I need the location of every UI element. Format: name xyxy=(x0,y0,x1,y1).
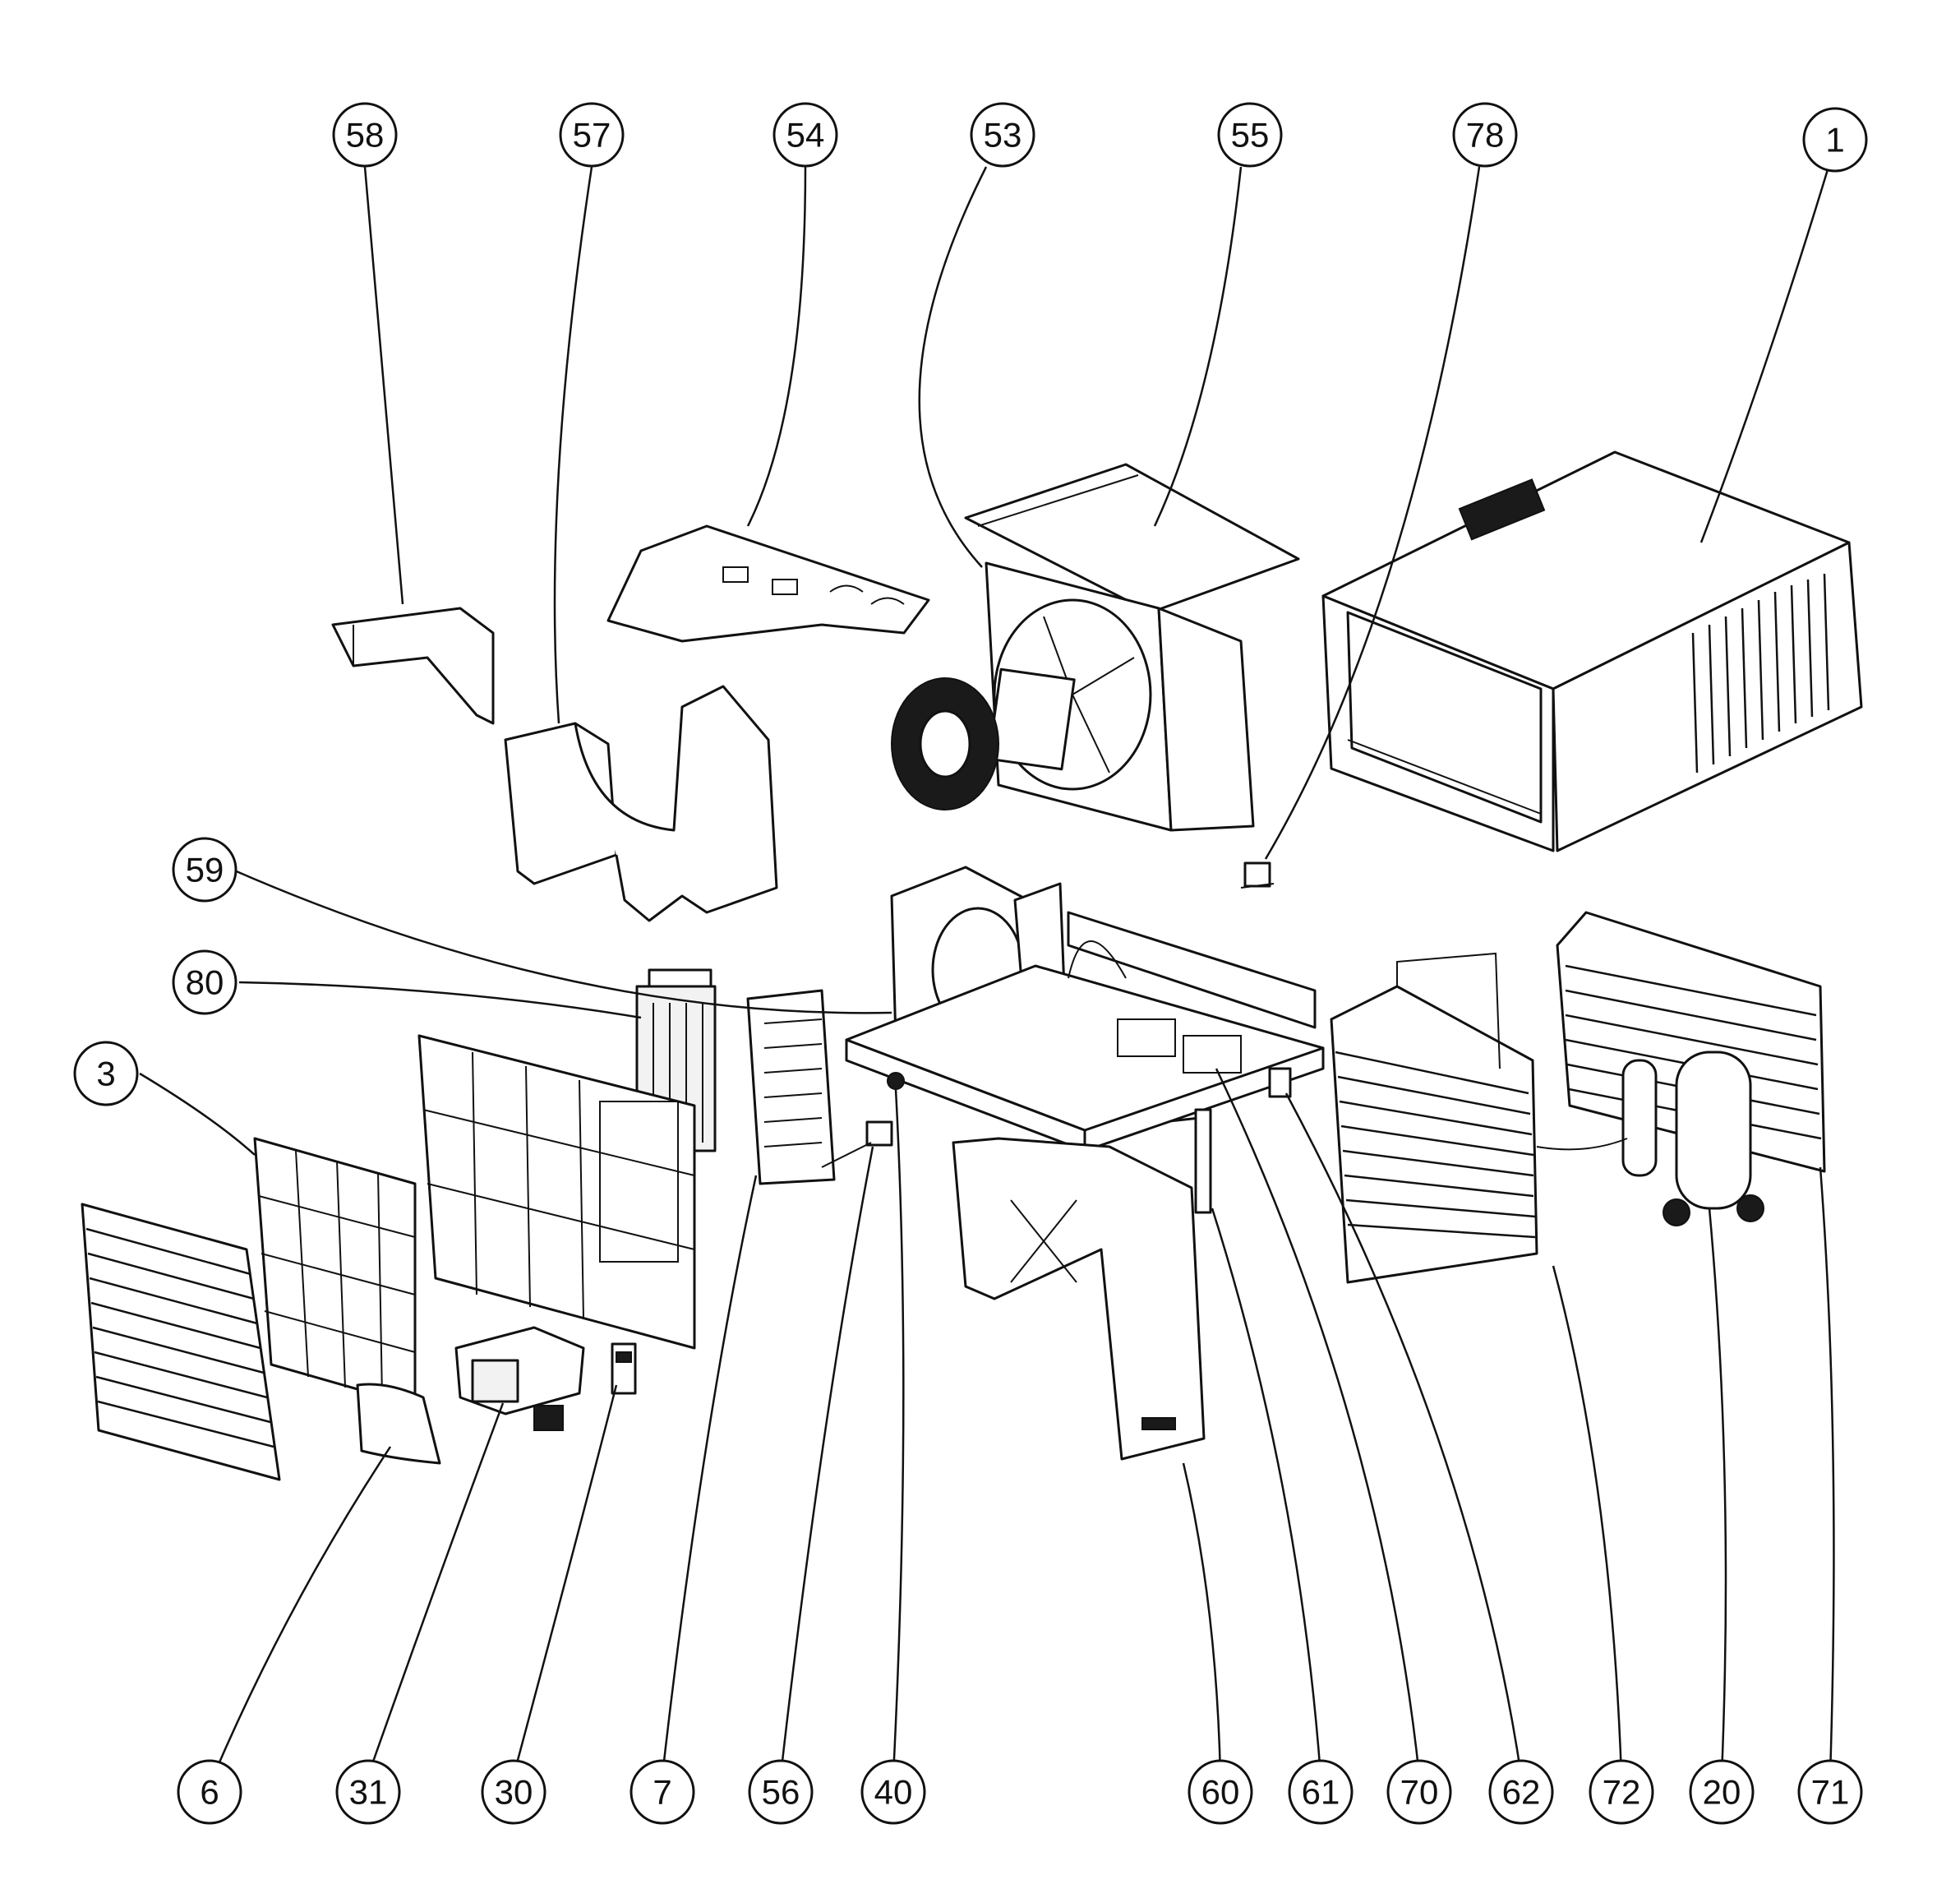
part-58 xyxy=(331,607,495,725)
callout-7: 7 xyxy=(630,1759,695,1825)
leader-53 xyxy=(918,166,988,568)
part-72 xyxy=(1330,952,1538,1284)
callout-label: 72 xyxy=(1603,1773,1641,1812)
part-3 xyxy=(253,1137,417,1407)
leader-6 xyxy=(212,1446,392,1776)
callout-3: 3 xyxy=(73,1041,139,1106)
leader-72 xyxy=(1552,1265,1623,1776)
leader-62 xyxy=(1284,1092,1523,1776)
callout-6: 6 xyxy=(177,1759,242,1825)
leader-71 xyxy=(1819,1166,1835,1776)
callout-55: 55 xyxy=(1217,102,1283,168)
callout-label: 55 xyxy=(1231,116,1270,155)
leader-78 xyxy=(1264,166,1481,860)
callout-label: 62 xyxy=(1502,1773,1541,1812)
callout-78: 78 xyxy=(1452,102,1518,168)
callout-40: 40 xyxy=(860,1759,926,1825)
callout-31: 31 xyxy=(335,1759,401,1825)
callout-72: 72 xyxy=(1589,1759,1654,1825)
callout-58: 58 xyxy=(332,102,398,168)
leader-58 xyxy=(363,166,404,605)
callout-56: 56 xyxy=(748,1759,814,1825)
callout-label: 3 xyxy=(96,1055,115,1093)
callout-53: 53 xyxy=(970,102,1035,168)
callout-61: 61 xyxy=(1288,1759,1354,1825)
callout-59: 59 xyxy=(172,837,238,903)
front-frame xyxy=(417,1034,696,1350)
front-grille xyxy=(81,1203,281,1481)
leader-31 xyxy=(367,1402,505,1776)
callout-label: 40 xyxy=(874,1773,913,1812)
callout-71: 71 xyxy=(1797,1759,1863,1825)
part-1 xyxy=(1321,450,1863,852)
leader-lines xyxy=(139,166,1835,1776)
callout-label: 58 xyxy=(346,116,385,155)
callout-1: 1 xyxy=(1802,107,1868,173)
leader-60 xyxy=(1182,1462,1222,1776)
callout-label: 60 xyxy=(1201,1773,1240,1812)
callouts: 58 57 54 53 55 78 1 59 80 3 6 31 30 7 56… xyxy=(73,102,1868,1825)
leader-30 xyxy=(512,1384,618,1776)
callout-label: 54 xyxy=(786,116,825,155)
callout-62: 62 xyxy=(1488,1759,1554,1825)
callout-57: 57 xyxy=(559,102,625,168)
leader-70 xyxy=(1215,1068,1421,1776)
leader-80 xyxy=(238,981,642,1019)
callout-80: 80 xyxy=(172,949,238,1015)
callout-label: 61 xyxy=(1302,1773,1340,1812)
leader-1 xyxy=(1699,166,1830,543)
callout-label: 59 xyxy=(186,851,224,889)
callout-label: 31 xyxy=(349,1773,388,1812)
part-31 xyxy=(454,1326,585,1431)
leader-20 xyxy=(1708,1208,1727,1776)
callout-label: 53 xyxy=(984,116,1022,155)
part-61 xyxy=(1194,1108,1212,1214)
leader-40 xyxy=(892,1088,905,1776)
part-6 xyxy=(356,1383,441,1465)
part-56 xyxy=(821,1120,893,1168)
callout-label: 20 xyxy=(1703,1773,1741,1812)
callout-label: 7 xyxy=(653,1773,671,1812)
callout-label: 56 xyxy=(762,1773,800,1812)
callout-60: 60 xyxy=(1188,1759,1253,1825)
part-54 xyxy=(606,524,930,643)
leader-59 xyxy=(232,868,892,1014)
part-40 xyxy=(887,1072,905,1090)
callout-label: 80 xyxy=(186,963,224,1002)
leader-3 xyxy=(139,1072,256,1156)
part-7 xyxy=(746,989,836,1185)
part-62 xyxy=(1268,1067,1292,1098)
callout-label: 71 xyxy=(1811,1773,1850,1812)
callout-label: 1 xyxy=(1825,121,1844,159)
leader-55 xyxy=(1153,166,1243,527)
part-20 xyxy=(1536,1051,1764,1226)
part-78 xyxy=(1240,861,1275,889)
leader-57 xyxy=(553,166,593,724)
callout-label: 30 xyxy=(495,1773,533,1812)
callout-label: 57 xyxy=(573,116,611,155)
part-60 xyxy=(952,1137,1206,1461)
callout-70: 70 xyxy=(1386,1759,1452,1825)
callout-label: 78 xyxy=(1466,116,1505,155)
part-57 xyxy=(504,685,778,922)
part-53 xyxy=(891,561,1255,832)
callout-label: 6 xyxy=(200,1773,219,1812)
callout-label: 70 xyxy=(1400,1773,1439,1812)
leader-56 xyxy=(779,1146,874,1776)
callout-54: 54 xyxy=(772,102,838,168)
part-55 xyxy=(964,463,1300,614)
leader-61 xyxy=(1211,1208,1322,1776)
leader-7 xyxy=(661,1175,758,1776)
part-70 xyxy=(845,911,1325,1152)
callout-20: 20 xyxy=(1689,1759,1755,1825)
callout-30: 30 xyxy=(481,1759,546,1825)
leader-54 xyxy=(746,166,807,527)
